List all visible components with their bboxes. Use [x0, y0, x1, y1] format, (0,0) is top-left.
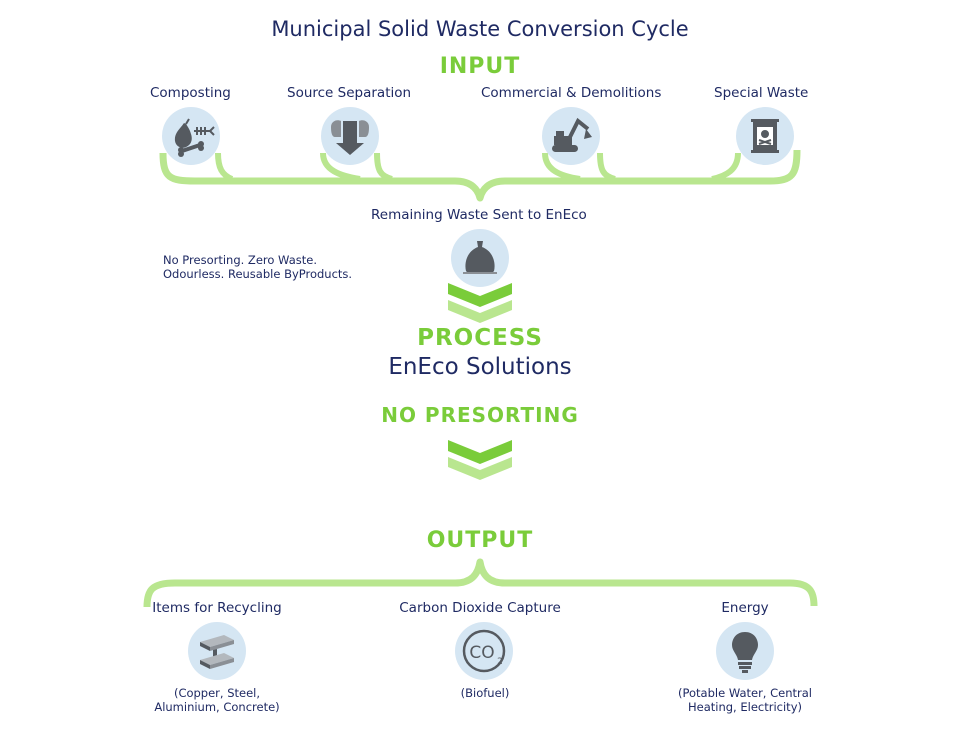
input-bracket-tick-4 — [542, 152, 581, 182]
input-bracket — [159, 149, 801, 202]
input-bracket-tick-5 — [597, 152, 616, 182]
input-label-source-separation: Source Separation — [287, 85, 412, 101]
output-note-energy-line-1: (Potable Water, Central — [677, 686, 812, 700]
input-heading: INPUT — [439, 54, 521, 79]
output-label-energy: Energy — [721, 600, 769, 616]
compost-icon — [162, 107, 220, 165]
input-note-line-1: No Presorting. Zero Waste. — [163, 253, 317, 267]
input-bracket-tick-2 — [320, 152, 361, 182]
output-bracket — [143, 558, 818, 608]
input-bracket-tick-3 — [374, 152, 393, 182]
excavator-icon — [542, 107, 600, 165]
input-label-special-waste: Special Waste — [714, 85, 809, 101]
output-note-recycling-line-1: (Copper, Steel, — [173, 686, 261, 700]
process-heading: PROCESS — [417, 325, 543, 351]
chevron-down-icon-lower — [448, 440, 512, 480]
light-bulb-icon — [716, 622, 774, 680]
co2-icon: CO 2 — [455, 622, 513, 680]
hazard-barrel-icon — [736, 107, 794, 165]
output-note-co2: (Biofuel) — [460, 686, 510, 700]
steel-beam-icon — [188, 622, 246, 680]
output-note-recycling-line-2: Aluminium, Concrete) — [154, 700, 280, 714]
process-subheading: EnEco Solutions — [388, 354, 572, 380]
co2-text: CO — [469, 643, 494, 663]
output-label-co2: Carbon Dioxide Capture — [399, 600, 561, 616]
input-label-commercial-demolitions: Commercial & Demolitions — [481, 85, 662, 101]
trash-bag-icon — [451, 229, 509, 287]
merge-label: Remaining Waste Sent to EnEco — [371, 207, 587, 223]
input-label-composting: Composting — [150, 85, 231, 101]
output-note-energy-line-2: Heating, Electricity) — [688, 700, 802, 714]
output-label-recycling: Items for Recycling — [152, 600, 282, 616]
input-bracket-tick-6 — [711, 152, 741, 182]
co2-subscript: 2 — [497, 657, 503, 667]
output-heading: OUTPUT — [426, 528, 534, 553]
input-bracket-tick-1 — [215, 152, 234, 182]
chevron-down-icon-upper — [448, 283, 512, 323]
process-tagline: NO PRESORTING — [381, 403, 579, 427]
arrows-icon — [321, 107, 379, 165]
input-note-line-2: Odourless. Reusable ByProducts. — [163, 267, 353, 281]
page-title: Municipal Solid Waste Conversion Cycle — [271, 17, 689, 41]
